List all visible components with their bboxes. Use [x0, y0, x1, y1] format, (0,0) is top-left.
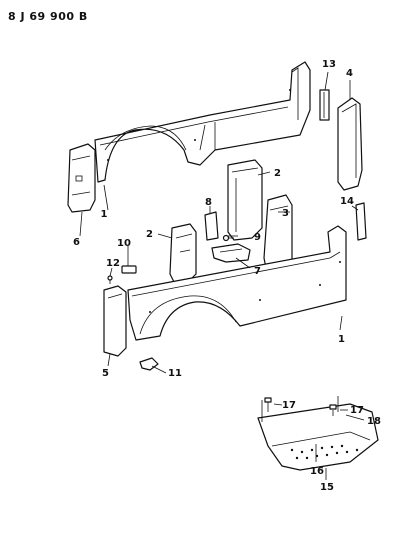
callout-7: 7 [254, 266, 261, 277]
part-13-strip [319, 89, 330, 121]
callout-13: 13 [322, 59, 336, 70]
callout-4: 4 [346, 68, 353, 79]
part-4-corner-post [337, 97, 363, 191]
callout-2-upper: 2 [274, 168, 281, 179]
callout-10: 10 [117, 238, 131, 249]
part-5-front-corner [103, 285, 127, 357]
callout-8: 8 [205, 197, 212, 208]
part-11-bracket [139, 357, 159, 371]
part-17-bolt-left [264, 397, 272, 412]
callout-5: 5 [102, 368, 109, 379]
part-2-lower-pillar [169, 223, 197, 283]
part-3-panel [263, 194, 293, 269]
part-9-bolt [222, 234, 234, 242]
callout-6: 6 [73, 237, 80, 248]
callout-17-left: 17 [282, 400, 296, 411]
tread-holes [290, 444, 359, 460]
callout-2-lower: 2 [146, 229, 153, 240]
callout-12: 12 [106, 258, 120, 269]
part-10-clip [121, 265, 137, 274]
inner-quarter-panel [94, 61, 311, 183]
part-6-bracket [67, 143, 96, 213]
callout-11: 11 [168, 368, 182, 379]
callout-18: 18 [367, 416, 381, 427]
callout-3: 3 [282, 208, 289, 219]
leader-lines [79, 71, 365, 480]
part-12-screw [107, 275, 113, 284]
callout-15: 15 [320, 482, 334, 493]
callout-14: 14 [340, 196, 354, 207]
callout-1-lower: 1 [338, 334, 345, 345]
callout-1-upper: 1 [101, 209, 108, 220]
callout-16: 16 [310, 466, 324, 477]
part-17-bolt-right [329, 404, 337, 416]
callout-17-right: 17 [350, 405, 364, 416]
callout-9: 9 [254, 232, 261, 243]
outer-body-side-panel [127, 225, 347, 341]
part-14-strip [355, 202, 367, 241]
part-8-bracket [204, 211, 219, 241]
part-7-floor-bracket [211, 243, 251, 263]
callouts: 1 2 2 3 4 5 6 7 8 9 10 11 12 13 14 15 16… [73, 59, 381, 493]
diagram-code: 8 J 69 900 B [8, 10, 88, 23]
part-2-upper-pillar [227, 159, 263, 241]
step-assembly [257, 396, 379, 471]
